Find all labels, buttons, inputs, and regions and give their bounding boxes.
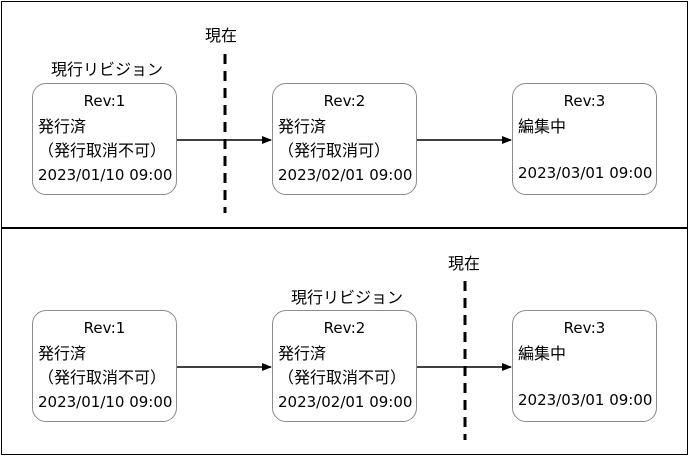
revision-date: 2023/01/10 09:00 — [38, 166, 173, 184]
revision-box-rev2: Rev:2 発行済 （発行取消不可） 2023/02/01 09:00 — [272, 310, 417, 422]
revision-title: Rev:2 — [323, 319, 366, 337]
current-revision-label: 現行リビジョン — [51, 60, 164, 79]
revision-box-rev2: Rev:2 発行済 （発行取消可） 2023/02/01 09:00 — [272, 83, 417, 195]
revision-note: （発行取消不可） — [38, 141, 167, 160]
current-revision-label: 現行リビジョン — [291, 288, 404, 307]
revision-box-rev3: Rev:3 編集中 2023/03/01 09:00 — [512, 83, 657, 195]
revision-date: 2023/02/01 09:00 — [278, 393, 413, 411]
revision-status: 編集中 — [518, 117, 567, 136]
current-time-label: 現在 — [448, 254, 481, 273]
revision-date: 2023/03/01 09:00 — [518, 391, 653, 409]
revision-status: 編集中 — [518, 344, 567, 363]
revision-status: 発行済 — [278, 344, 327, 363]
revision-box-rev1: Rev:1 発行済 （発行取消不可） 2023/01/10 09:00 — [32, 310, 177, 422]
revision-status: 発行済 — [38, 117, 87, 136]
revision-note: （発行取消可） — [278, 141, 391, 160]
revision-box-rev1: Rev:1 発行済 （発行取消不可） 2023/01/10 09:00 — [32, 83, 177, 195]
revision-box-rev3: Rev:3 編集中 2023/03/01 09:00 — [512, 310, 657, 422]
revision-status: 発行済 — [38, 344, 87, 363]
current-time-label: 現在 — [205, 26, 238, 45]
revision-date: 2023/02/01 09:00 — [278, 166, 413, 184]
revision-note: （発行取消不可） — [278, 368, 407, 387]
revision-title: Rev:1 — [83, 319, 126, 337]
revision-title: Rev:3 — [563, 319, 606, 337]
revision-title: Rev:1 — [83, 92, 126, 110]
revision-title: Rev:3 — [563, 92, 606, 110]
revision-date: 2023/03/01 09:00 — [518, 164, 653, 182]
revision-title: Rev:2 — [323, 92, 366, 110]
revision-note: （発行取消不可） — [38, 368, 167, 387]
revision-date: 2023/01/10 09:00 — [38, 393, 173, 411]
revision-status: 発行済 — [278, 117, 327, 136]
